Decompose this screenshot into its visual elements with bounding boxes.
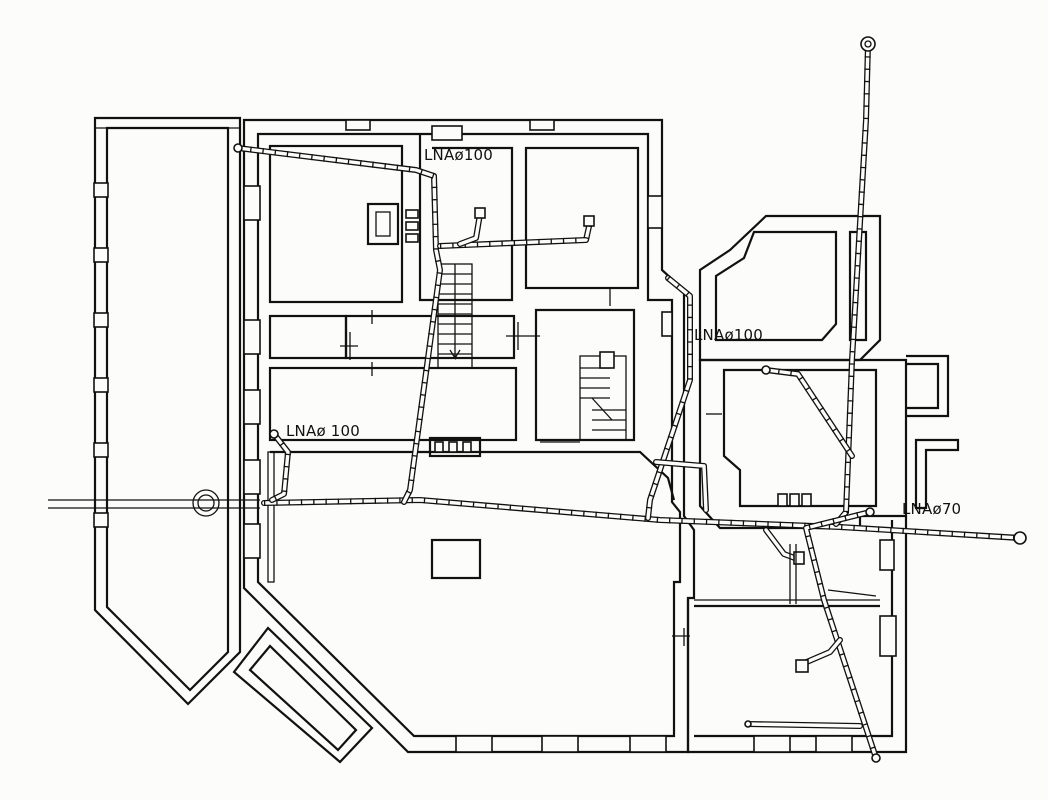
windows — [243, 119, 897, 753]
stair-secondary — [579, 351, 627, 441]
left-courtyard-wall — [93, 116, 242, 706]
fireplace — [366, 202, 673, 458]
stair-main — [437, 263, 473, 369]
pipe-label-left: LNAø 100 — [286, 422, 361, 440]
pipe-label-top: LNAø100 — [424, 146, 494, 164]
door-marks — [340, 288, 722, 646]
pipe-main — [48, 489, 1027, 545]
angled-annex — [232, 626, 374, 764]
left-wall-posts — [93, 182, 109, 528]
pipe-label-right: LNAø70 — [902, 500, 962, 518]
pipe-branches — [233, 36, 881, 763]
pipe-label-middle: LNAø100 — [694, 326, 764, 344]
